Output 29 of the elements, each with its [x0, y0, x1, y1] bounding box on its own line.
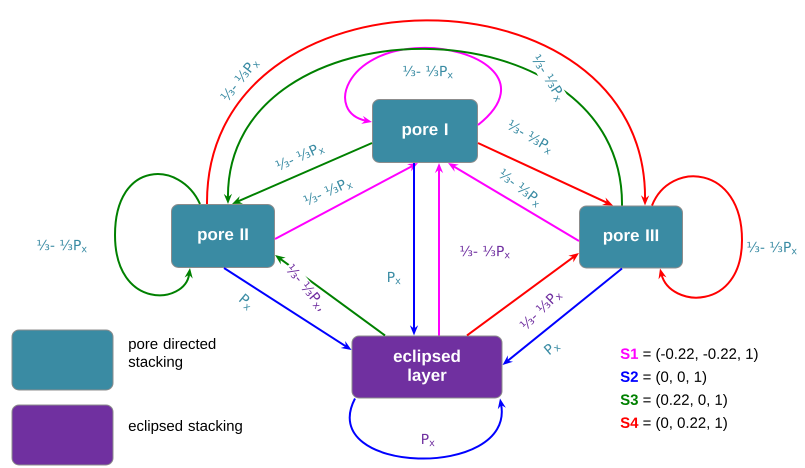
edge-label: ⅓- ⅓P$_{x}$,	[286, 264, 322, 312]
edge-label: ⅓- ⅓P$_{x}$	[747, 242, 797, 254]
state-box: pore I	[372, 98, 478, 163]
state-box: pore III	[579, 205, 683, 268]
legend-text: eclipsed stacking	[128, 420, 242, 434]
vector-label: S1 = (-0.22, -0.22, 1)	[620, 348, 758, 362]
edge-label: ⅓- ⅓P$_{x}$	[508, 120, 551, 155]
edge-label: ⅓- ⅓P$_{x}$	[275, 144, 326, 170]
arrow	[114, 173, 201, 296]
edge-label: ⅓- ⅓P$_{x}$	[220, 61, 260, 100]
edge-label: ⅓- ⅓P$_{x}$	[499, 168, 540, 208]
state-box: eclipsed layer	[352, 335, 502, 398]
arrow	[344, 47, 502, 126]
vector-label: S2 = (0, 0, 1)	[620, 371, 706, 385]
edge-label: ⅓- ⅓P$_{x}$	[532, 54, 562, 102]
edge-label: ⅓- ⅓P$_{x}$	[460, 246, 510, 258]
edge-label: ⅓- ⅓P$_{x}$	[403, 66, 453, 78]
edge-label: ⅓- ⅓P$_{x}$	[519, 293, 563, 329]
edge-label: P$_{x}$	[543, 344, 561, 355]
edge-label: ⅓- ⅓P$_{x}$	[303, 180, 354, 206]
vector-label: S4 = (0, 0.22, 1)	[620, 417, 727, 431]
legend-text: pore directed stacking	[128, 338, 216, 370]
edge-label: P$_{x}$	[238, 293, 250, 311]
edge-label: P$_{x}$	[422, 434, 435, 446]
arrow	[651, 175, 743, 298]
state-box: pore II	[171, 204, 275, 268]
edge-label: ⅓- ⅓P$_{x}$	[37, 240, 87, 252]
edge-label: P$_{x}$	[388, 272, 401, 284]
vector-label: S3 = (0.22, 0, 1)	[620, 394, 727, 408]
